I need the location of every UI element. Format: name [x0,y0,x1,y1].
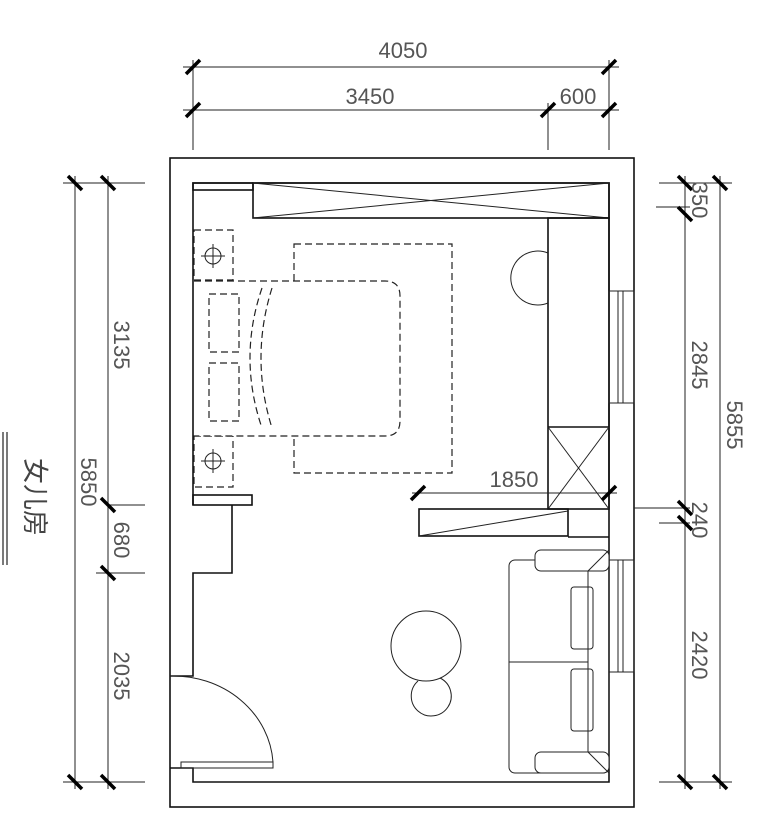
right-cabinet [510,217,610,510]
walls [169,157,635,808]
dim-right-1: 350 [687,182,712,219]
top-wardrobe [192,182,610,219]
desk [418,508,609,538]
inner-dimension: 1850 [409,467,618,502]
room-name: 女儿房 [19,458,49,536]
rug [293,243,453,474]
dim-left-top: 3135 [109,321,134,370]
lamp-icon [201,244,225,268]
room-title: 女儿房 [2,432,49,565]
dim-right-2: 2845 [687,341,712,390]
bed [193,229,453,488]
dim-right-4: 2420 [687,631,712,680]
door [169,675,274,769]
right-dimensions: 350 2845 240 2420 5855 [634,174,747,791]
dim-top-right: 600 [560,84,597,109]
dim-left-bottom: 2035 [109,652,134,701]
dim-top-total: 4050 [379,38,428,63]
top-dimensions: 4050 3450 600 [183,38,619,150]
dim-top-left: 3450 [346,84,395,109]
dim-right-total: 5855 [722,401,747,450]
dim-left-mid: 680 [109,522,134,559]
left-dimensions: 3135 680 2035 5850 [63,174,145,791]
dim-inner-width: 1850 [490,467,539,492]
window-lower [608,559,635,673]
window-upper [608,290,635,404]
lamp-icon [201,449,225,473]
pillow [208,362,240,422]
shelf [192,494,253,506]
stool [410,677,452,717]
pillow [208,293,240,353]
dim-left-total: 5850 [76,458,101,507]
round-table [390,610,462,682]
dim-right-3: 240 [687,502,712,539]
sofa [508,549,610,774]
